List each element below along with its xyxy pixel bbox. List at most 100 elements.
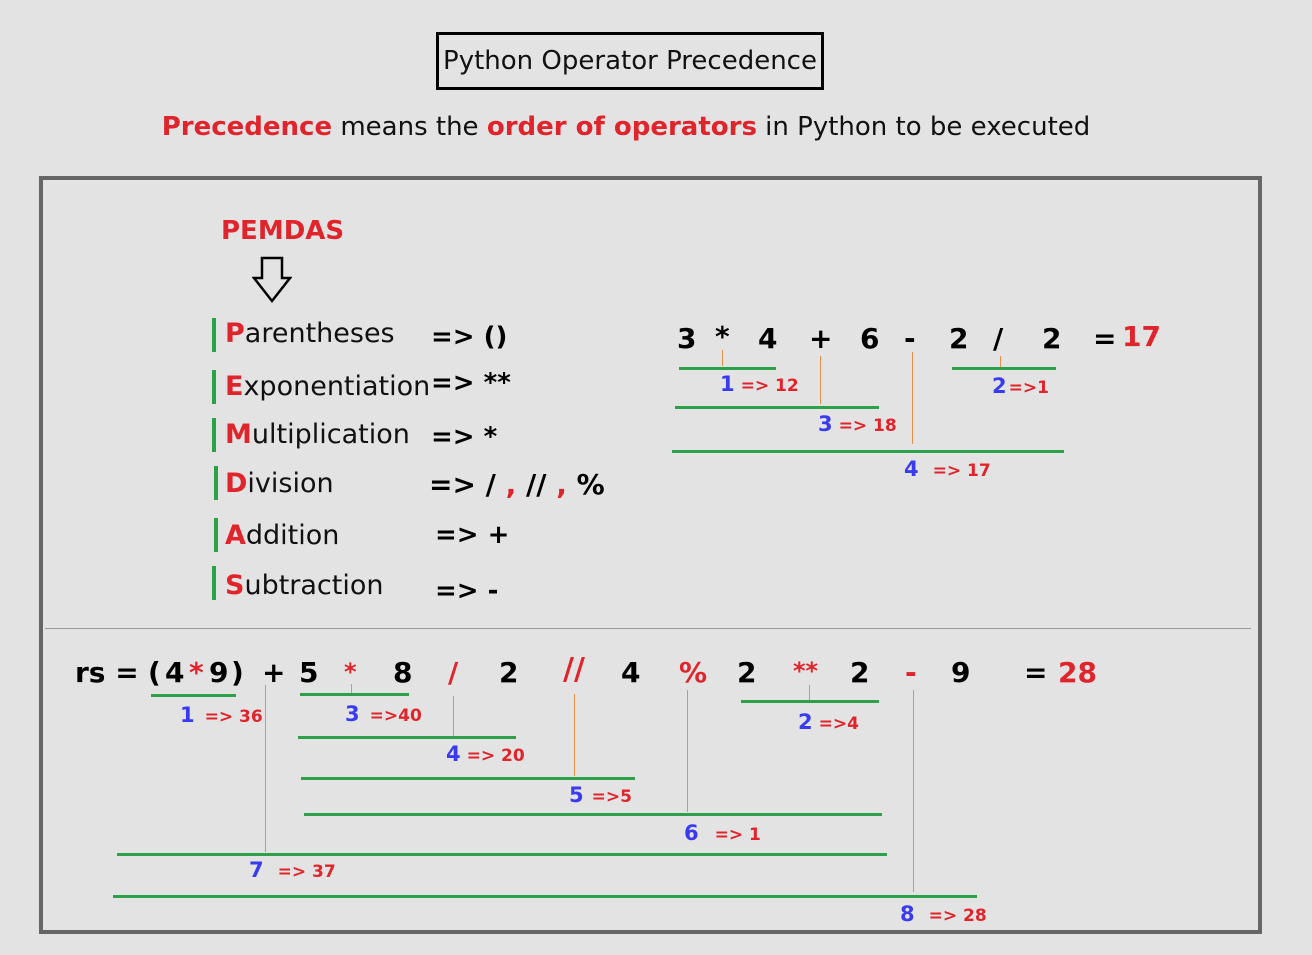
- ex2-token: 2: [737, 656, 757, 689]
- ex2-pointer: [687, 690, 688, 812]
- rule-addition: Addition: [225, 520, 339, 551]
- ex2-token: =: [1024, 656, 1048, 689]
- op-floor-div: //: [526, 468, 547, 501]
- ex2-token: 9: [951, 656, 971, 689]
- step-number: 5: [569, 783, 584, 807]
- pemdas-label: PEMDAS: [221, 216, 345, 246]
- ex2-token: 2: [850, 656, 870, 689]
- ex1-token: 3: [677, 322, 697, 355]
- ex1-result: 17: [1122, 320, 1161, 353]
- ex2-step-line: [300, 693, 409, 696]
- ex1-step-line: [679, 367, 776, 370]
- rule-op-addition: => +: [435, 520, 510, 550]
- rule-op-multiplication: => *: [431, 422, 498, 452]
- step-number: 6: [684, 821, 699, 845]
- ex1-step-2: 2=>1: [992, 374, 1049, 398]
- step-result: => 36: [204, 707, 263, 727]
- ex2-step-line: [301, 777, 635, 780]
- step-result: =>4: [818, 714, 859, 734]
- op-slash: => /: [429, 468, 496, 501]
- subtitle-text-1: means the: [332, 112, 487, 142]
- rule-rest: arentheses: [244, 318, 395, 349]
- rule-rest: ddition: [245, 520, 340, 551]
- rule-rest: ivision: [247, 468, 334, 499]
- step-result: => 1: [714, 825, 761, 845]
- rule-parentheses: Parentheses: [225, 318, 395, 349]
- step-result: =>40: [369, 706, 422, 726]
- ex2-token: /: [448, 656, 459, 689]
- rule-exponentiation: Exponentiation: [225, 371, 430, 402]
- ex2-token: 4: [165, 656, 185, 689]
- down-arrow-icon: [252, 256, 292, 304]
- ex1-pointer: [1000, 356, 1001, 368]
- step-result: =>1: [1008, 378, 1049, 398]
- ex2-step-4: 4=> 20: [446, 742, 525, 766]
- step-number: 4: [446, 742, 461, 766]
- ex2-token: 8: [393, 656, 413, 689]
- ex2-step-5: 5 =>5: [569, 783, 632, 807]
- rule-rest: xponentiation: [243, 371, 431, 402]
- ex2-pointer: [351, 684, 352, 694]
- step-number: 7: [249, 858, 264, 882]
- ex2-pointer: [913, 690, 914, 892]
- ex2-token: (: [148, 656, 161, 689]
- ex2-step-7: 7 => 37: [249, 858, 336, 882]
- rule-bar-division: [214, 466, 218, 500]
- ex1-step-4: 4 => 17: [904, 457, 991, 481]
- ex2-step-1: 1 => 36: [180, 703, 263, 727]
- ex2-token: rs =: [75, 656, 139, 689]
- ex2-step-line: [298, 736, 516, 739]
- ex2-token: %: [679, 656, 708, 689]
- rule-bar-addition: [214, 518, 218, 552]
- ex1-token: 2: [949, 322, 969, 355]
- rule-multiplication: Multiplication: [225, 419, 410, 450]
- step-number: 1: [180, 703, 195, 727]
- rule-bar-parentheses: [212, 318, 216, 352]
- rule-op-exponentiation: => **: [431, 368, 511, 398]
- step-result: => 28: [928, 906, 987, 926]
- rule-initial: E: [225, 371, 244, 402]
- ex1-pointer: [820, 356, 821, 404]
- ex2-token: 9: [209, 656, 229, 689]
- step-result: => 17: [932, 461, 991, 481]
- ex2-step-line: [741, 700, 879, 703]
- ex1-token: =: [1093, 322, 1117, 355]
- rule-initial: S: [225, 570, 245, 601]
- ex2-result: 28: [1058, 656, 1097, 689]
- ex1-token: 6: [860, 322, 880, 355]
- rule-op-subtraction: => -: [435, 576, 499, 606]
- ex2-pointer: [809, 685, 810, 700]
- ex2-token: ): [231, 656, 244, 689]
- ex2-token: *: [189, 656, 204, 689]
- ex2-token: -: [905, 656, 917, 689]
- rule-initial: D: [225, 468, 248, 499]
- rule-rest: ultiplication: [251, 419, 410, 450]
- op-separator: ,: [546, 468, 577, 501]
- step-result: => 12: [740, 376, 799, 396]
- ex1-token: 4: [758, 322, 778, 355]
- subtitle-text-2: in Python to be executed: [756, 112, 1091, 142]
- ex1-token: *: [715, 320, 730, 353]
- step-result: => 18: [838, 416, 897, 436]
- op-separator: ,: [495, 468, 527, 501]
- ex2-token: 2: [499, 656, 519, 689]
- step-number: 4: [904, 457, 919, 481]
- step-number: 8: [900, 902, 915, 926]
- ex2-step-2: 2=>4: [798, 710, 859, 734]
- step-result: =>5: [591, 787, 632, 807]
- ex2-step-line: [304, 813, 882, 816]
- ex2-step-line: [113, 895, 977, 898]
- ex1-token: 2: [1042, 322, 1062, 355]
- ex2-token: *: [344, 658, 357, 686]
- rule-initial: A: [225, 520, 246, 551]
- ex2-step-8: 8 => 28: [900, 902, 987, 926]
- ex2-token: +: [262, 656, 286, 689]
- ex2-token: 5: [299, 656, 319, 689]
- step-result: => 37: [277, 862, 336, 882]
- ex2-token: **: [793, 657, 819, 685]
- ex1-pointer: [722, 350, 723, 366]
- page-title: Python Operator Precedence: [436, 32, 824, 90]
- step-number: 2: [798, 710, 813, 734]
- rule-bar-subtraction: [212, 566, 216, 600]
- ex2-token: //: [563, 652, 585, 687]
